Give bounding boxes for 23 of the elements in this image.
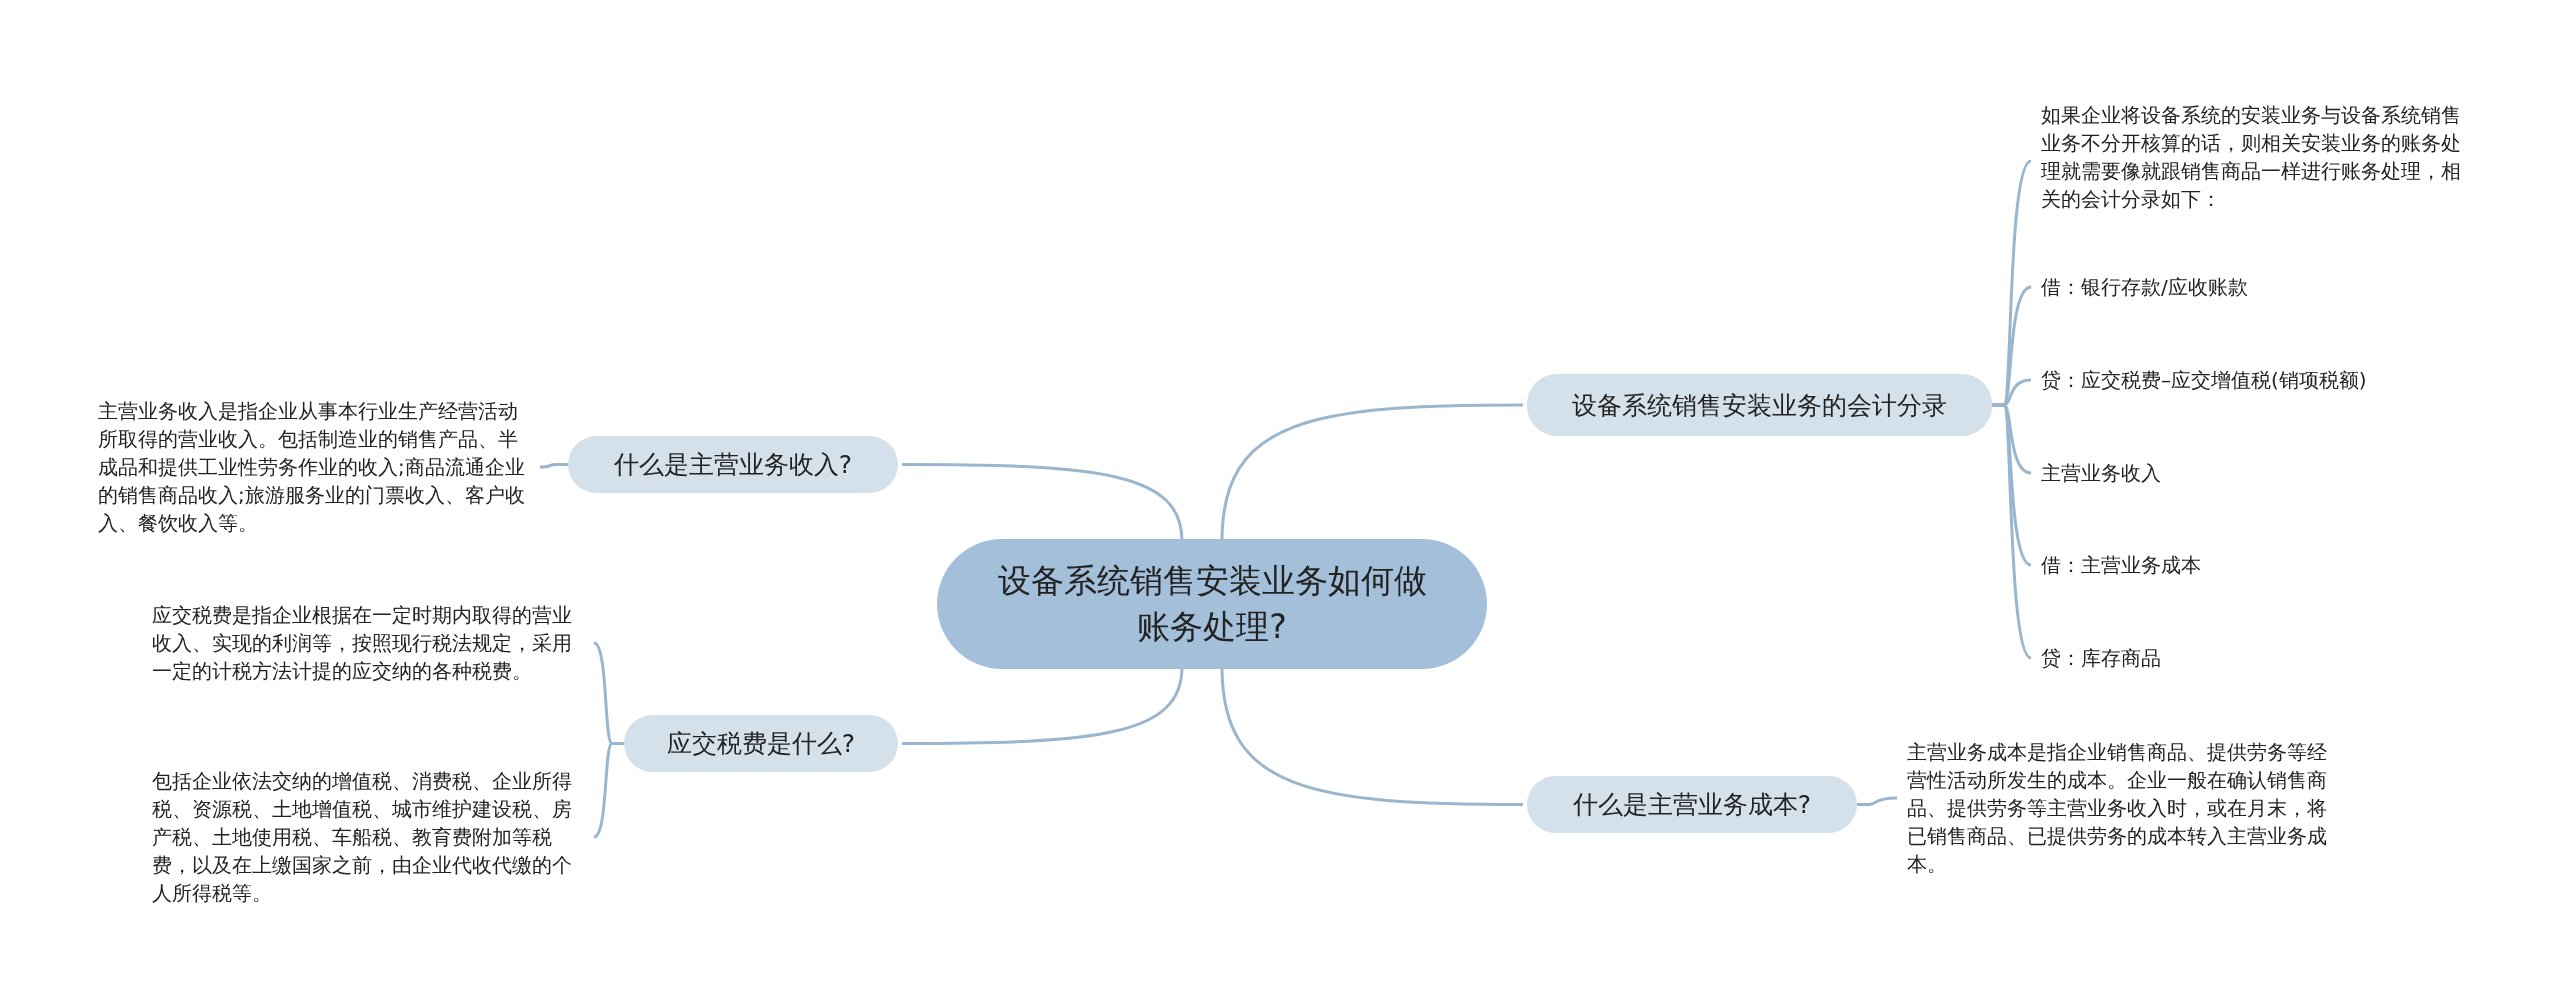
connector-line — [902, 463, 1184, 542]
note-text: 借：银行存款/应收账款 — [2041, 273, 2471, 301]
topic-pill: 设备系统销售安装业务的会计分录 — [1527, 374, 1992, 436]
note-text: 如果企业将设备系统的安装业务与设备系统销售业务不分开核算的话，则相关安装业务的账务处理就需要像就跟销售商品一样进行账务处理，相关的会计分录如下： — [2041, 101, 2471, 213]
connector-line — [1220, 403, 1523, 542]
connector-line — [1992, 403, 2033, 660]
note-text: 应交税费是指企业根据在一定时期内取得的营业收入、实现的利润等，按照现行税法规定，采用一定的计税方法计提的应交纳的各种税费。 — [152, 601, 584, 685]
note-text: 借：主营业务成本 — [2041, 551, 2471, 579]
topic-pill: 什么是主营业务成本? — [1527, 776, 1857, 833]
central-topic: 设备系统销售安装业务如何做账务处理? — [937, 539, 1487, 669]
connector-line — [593, 742, 624, 839]
note-text: 包括企业依法交纳的增值税、消费税、企业所得税、资源税、土地增值税、城市维护建设税、房产税、土地使用税、车船税、教育费附加等税费，以及在上缴国家之前，由企业代收代缴的个人所得税等。 — [152, 767, 584, 907]
note-text: 贷：库存商品 — [2041, 644, 2471, 672]
connector-line — [902, 666, 1184, 745]
note-text: 主营业务收入是指企业从事本行业生产经营活动所取得的营业收入。包括制造业的销售产品、半成品和提供工业性劳务作业的收入;商品流通企业的销售商品收入;旅游服务业的门票收入、客户收入、餐饮收入等。 — [98, 397, 530, 537]
connector-line — [1220, 666, 1523, 806]
note-text: 贷：应交税费–应交增值税(销项税额) — [2041, 366, 2471, 394]
note-text: 主营业务成本是指企业销售商品、提供劳务等经营性活动所发生的成本。企业一般在确认销售商品、提供劳务等主营业务收入时，或在月末，将已销售商品、已提供劳务的成本转入主营业务成本。 — [1907, 738, 2339, 878]
note-text: 主营业务收入 — [2041, 459, 2471, 487]
topic-pill: 什么是主营业务收入? — [568, 436, 898, 493]
topic-pill: 应交税费是什么? — [624, 715, 898, 772]
connector-line — [1857, 796, 1898, 806]
connector-line — [539, 463, 568, 469]
